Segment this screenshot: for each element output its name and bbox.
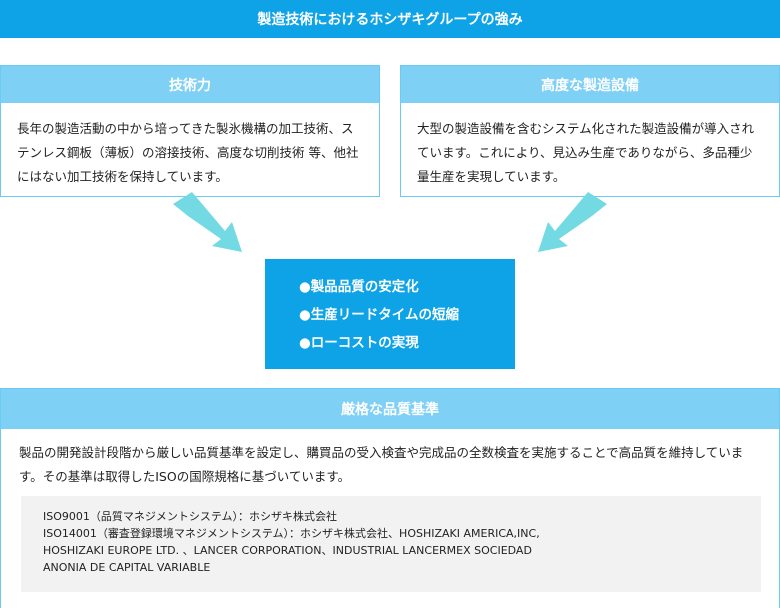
equipment-body: 大型の製造設備を含むシステム化された製造設備が導入されています。これにより、見込… [417, 121, 755, 184]
arrow-left-icon [173, 192, 242, 252]
arrow-right-icon [538, 192, 607, 252]
technology-box: 技術力 長年の製造活動の中から培ってきた製氷機構の加工技術、ステンレス鋼板（薄板… [0, 65, 380, 197]
quality-title: 厳格な品質基準 [1, 389, 779, 429]
result-item: ●生産リードタイムの短縮 [299, 307, 460, 323]
iso-line: ISO14001（審査登録環境マネジメントシステム）：ホシザキ株式会社、HOSH… [43, 527, 540, 540]
technology-body: 長年の製造活動の中から培ってきた製氷機構の加工技術、ステンレス鋼板（薄板）の溶接… [17, 121, 359, 184]
equipment-box: 高度な製造設備 大型の製造設備を含むシステム化された製造設備が導入されています。… [400, 65, 780, 197]
equipment-title: 高度な製造設備 [401, 66, 779, 103]
iso-line: HOSHIZAKI EUROPE LTD. 、LANCER CORPORATIO… [43, 544, 532, 557]
result-item: ●製品品質の安定化 [299, 279, 419, 295]
iso-line: ISO9001（品質マネジメントシステム）：ホシザキ株式会社 [43, 510, 338, 523]
iso-certifications: ISO9001（品質マネジメントシステム）：ホシザキ株式会社 ISO14001（… [21, 496, 761, 592]
technology-title: 技術力 [1, 66, 379, 103]
results-box: ●製品品質の安定化 ●生産リードタイムの短縮 ●ローコストの実現 [265, 259, 515, 369]
result-item: ●ローコストの実現 [299, 335, 419, 351]
quality-body: 製品の開発設計段階から厳しい品質基準を設定し、購買品の受入検査や完成品の全数検査… [19, 445, 744, 484]
iso-line: ANONIA DE CAPITAL VARIABLE [43, 561, 211, 574]
main-header: 製造技術におけるホシザキグループの強み [0, 0, 780, 38]
quality-box: 厳格な品質基準 製品の開発設計段階から厳しい品質基準を設定し、購買品の受入検査や… [0, 388, 780, 608]
